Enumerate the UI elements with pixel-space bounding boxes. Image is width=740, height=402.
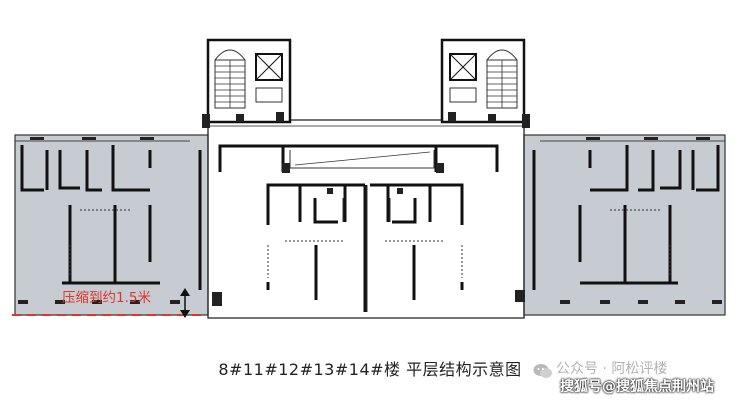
left-stair-core: [202, 38, 292, 128]
right-wing: [515, 134, 726, 316]
diagram-caption: 8#11#12#13#14#楼 平层结构示意图: [218, 360, 522, 379]
left-wing: [14, 134, 209, 316]
wechat-icon: [533, 364, 552, 378]
right-elevator: [449, 53, 477, 81]
right-stair-core: [440, 38, 530, 128]
watermark-line-1: 公众号 · 阿松评楼: [556, 361, 668, 377]
central-core: [207, 119, 525, 319]
compression-label: 压缩到约1.5米: [62, 290, 151, 306]
left-elevator: [255, 53, 283, 81]
compression-annotation: [12, 288, 206, 318]
watermark-line-2: 搜狐号@搜狐焦点荆州站: [560, 379, 714, 395]
